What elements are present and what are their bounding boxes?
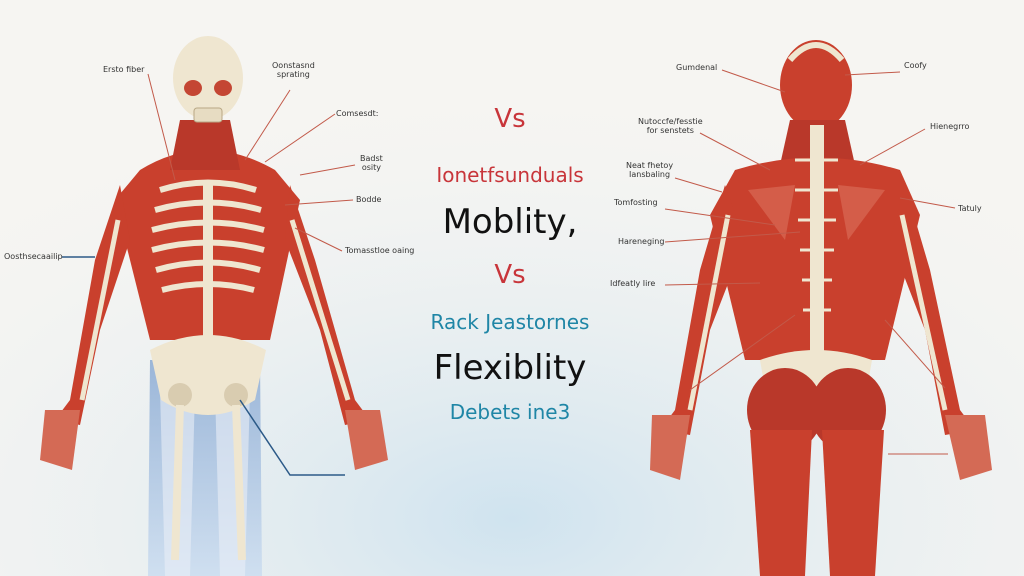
- front-figure: [40, 36, 388, 576]
- label-hareneging: Hareneging: [618, 237, 665, 246]
- blue-subtitle: Rack Jeastornes: [430, 310, 590, 334]
- label-osteo-stability: Oosthsecaailip: [4, 252, 63, 261]
- red-subtitle: Ionetfsunduals: [436, 163, 584, 187]
- leader-lines-left: [147, 73, 356, 252]
- label-tomasstloe: Tomasstloe oaing: [345, 246, 415, 255]
- label-gumdenal: Gumdenal: [676, 63, 718, 72]
- label-body-position: Badst osity: [360, 154, 383, 172]
- leader-lines-right: [664, 69, 956, 391]
- label-bodde: Bodde: [356, 195, 382, 204]
- label-nutocc: Nutoccfe/fesstie for senstets: [638, 117, 703, 135]
- label-idfeatly: Idfeatly Iire: [610, 279, 656, 288]
- label-tomfosting: Tomfosting: [614, 198, 658, 207]
- label-spinal-rotation: Oonstasnd sprating: [272, 61, 315, 79]
- vs-top: Vs: [494, 104, 526, 134]
- label-erector-fiber: Ersto fiber: [103, 65, 145, 74]
- flexibility-heading: Flexiblity: [433, 348, 587, 388]
- back-figure: [650, 40, 992, 576]
- blue-footer-text: Debets ine3: [449, 400, 571, 424]
- mobility-heading: Moblity,: [442, 202, 578, 242]
- label-neat: Neat fhetoy Iansbaling: [626, 161, 674, 179]
- label-tatuly: Tatuly: [958, 204, 982, 213]
- vs-middle: Vs: [494, 260, 526, 290]
- label-hienegrro: Hienegrro: [930, 122, 970, 131]
- label-connector: Comsesdt:: [336, 109, 379, 118]
- label-coofy: Coofy: [904, 61, 927, 70]
